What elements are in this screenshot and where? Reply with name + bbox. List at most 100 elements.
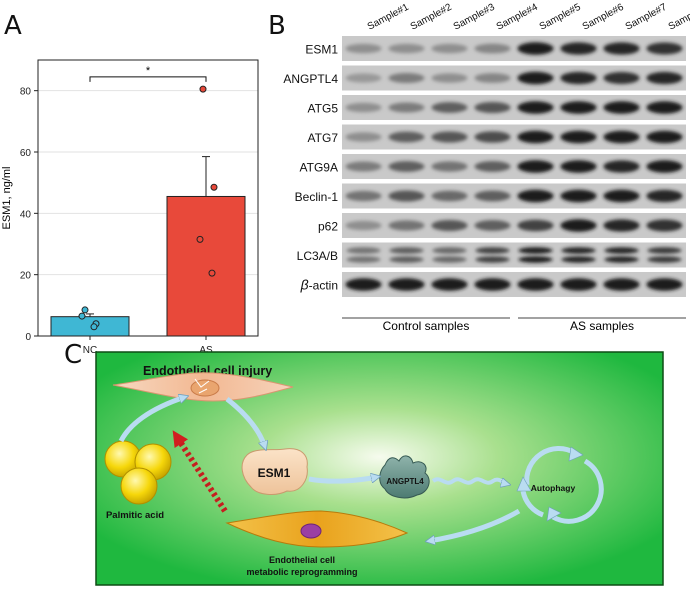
autophagy-cycle-icon xyxy=(516,446,604,524)
metabolic-endothelial-cell xyxy=(225,510,409,548)
significance-star: * xyxy=(146,65,151,77)
autophagy-label: Autophagy xyxy=(531,483,576,493)
sample-label: Sample#7 xyxy=(624,2,669,33)
blot-band xyxy=(603,219,640,232)
protein-label: ESM1 xyxy=(305,43,338,57)
blot-band xyxy=(560,219,597,232)
blot-band xyxy=(346,247,381,254)
blot-band xyxy=(474,43,511,54)
western-blot-panel: Sample#1Sample#2Sample#3Sample#4Sample#5… xyxy=(283,2,690,333)
blot-band xyxy=(474,220,511,231)
blot-band xyxy=(345,278,382,291)
sample-label: Sample#3 xyxy=(452,2,497,33)
blot-band xyxy=(561,256,596,263)
y-tick-label: 40 xyxy=(20,209,32,220)
blot-band xyxy=(603,278,640,291)
blot-band xyxy=(646,101,683,114)
blot-band xyxy=(517,219,554,232)
blot-band xyxy=(431,278,468,291)
blot-band xyxy=(603,101,640,114)
data-point-nc xyxy=(90,323,98,331)
sample-label: Sample#4 xyxy=(495,2,540,33)
palmitic-acid-label: Palmitic acid xyxy=(106,510,164,521)
palmitic-acid-icon xyxy=(104,440,172,505)
blot-band xyxy=(517,101,554,114)
blot-band xyxy=(431,73,468,83)
blot-band xyxy=(646,160,683,173)
blot-band xyxy=(431,102,468,113)
blot-band xyxy=(388,278,425,291)
blot-band xyxy=(346,256,381,263)
bar-nc xyxy=(50,316,130,337)
blot-band xyxy=(560,278,597,291)
blot-band xyxy=(603,72,640,84)
protein-label: ATG7 xyxy=(308,131,339,145)
blot-band xyxy=(646,71,683,85)
mechanism-diagram: Endothelial cell injury Palmitic acid ES… xyxy=(95,351,664,586)
panel-label-c: C xyxy=(64,340,83,370)
blot-band xyxy=(431,131,468,143)
blot-band xyxy=(388,73,425,83)
blot-band xyxy=(389,247,424,254)
protein-label: ATG5 xyxy=(308,102,339,116)
blot-band xyxy=(603,130,640,144)
blot-band xyxy=(560,189,597,203)
data-points xyxy=(78,85,218,331)
blot-band xyxy=(518,256,553,263)
blot-band xyxy=(517,160,554,173)
panel-label-a: A xyxy=(4,11,22,41)
blot-band xyxy=(603,189,640,203)
data-point-as xyxy=(199,85,207,93)
blot-band xyxy=(647,247,682,254)
blot-band xyxy=(560,71,597,85)
blot-band xyxy=(431,220,468,231)
blot-band xyxy=(603,42,640,55)
protein-name: -actin xyxy=(309,279,338,293)
blot-band xyxy=(388,161,425,172)
protein-label: β-actin xyxy=(300,277,338,293)
y-tick-label: 0 xyxy=(25,332,31,343)
protein-labels: ESM1ANGPTL4ATG5ATG7ATG9ABeclin-1p62LC3A/… xyxy=(283,43,338,293)
blot-band xyxy=(517,42,554,55)
angptl4-protein-icon xyxy=(379,455,430,499)
y-tick-label: 20 xyxy=(20,271,32,282)
blot-band xyxy=(560,42,597,55)
blot-band xyxy=(345,73,382,83)
blot-band xyxy=(388,131,425,143)
data-point-nc xyxy=(81,306,89,314)
blot-band xyxy=(560,101,597,114)
x-tick-label-nc: NC xyxy=(83,345,97,356)
as-samples-label: AS samples xyxy=(570,319,634,333)
metabolic-label-line1: Endothelial cell xyxy=(269,555,335,565)
blot-band xyxy=(518,247,553,254)
blot-band xyxy=(345,161,382,172)
control-samples-label: Control samples xyxy=(383,319,470,333)
blot-band xyxy=(474,73,511,83)
blot-band xyxy=(475,256,510,263)
arrow-palmitic-to-injury xyxy=(118,397,185,443)
blot-band xyxy=(560,130,597,144)
significance-bracket xyxy=(89,76,207,82)
blot-band xyxy=(646,219,683,232)
blot-band xyxy=(345,102,382,113)
protein-label: ATG9A xyxy=(300,161,338,175)
blot-band xyxy=(345,220,382,231)
esm1-label: ESM1 xyxy=(258,466,291,480)
blot-band xyxy=(432,247,467,254)
blot-band xyxy=(345,190,382,202)
blot-strips xyxy=(342,36,686,297)
dashed-arrow-feedback xyxy=(172,430,228,513)
blot-band xyxy=(431,43,468,54)
blot-band xyxy=(646,42,683,55)
blot-band xyxy=(432,256,467,263)
blot-band xyxy=(646,189,683,203)
blot-band xyxy=(474,102,511,113)
blot-band xyxy=(474,278,511,291)
plot-frame xyxy=(37,59,259,337)
blot-band xyxy=(388,220,425,231)
blot-strip-7 xyxy=(342,242,686,268)
sample-label: Sample#5 xyxy=(538,2,583,33)
x-tick-label-as: AS xyxy=(199,345,213,356)
protein-label: Beclin-1 xyxy=(295,190,339,204)
protein-label: LC3A/B xyxy=(297,249,338,263)
